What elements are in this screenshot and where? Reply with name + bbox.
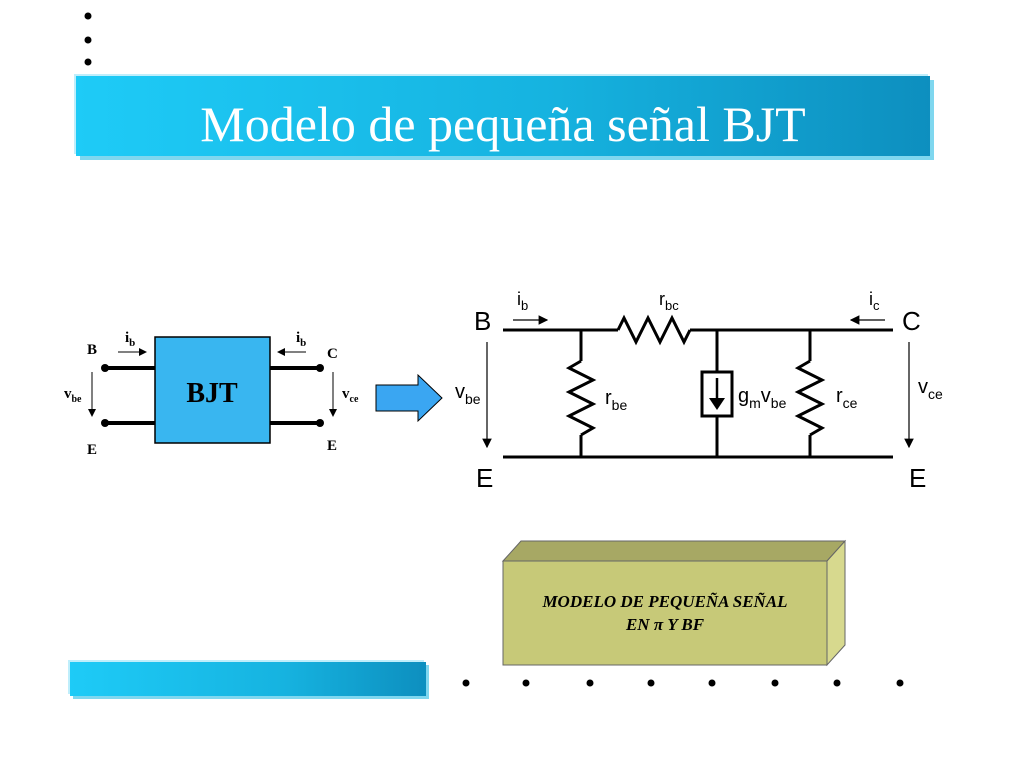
hybrid-pi-circuit: B C E E ib ic rbc vbe rbe gmvbe rce vce	[455, 289, 943, 493]
slide-title: Modelo de pequeña señal BJT	[200, 96, 806, 152]
model-emitter-label-right: E	[909, 463, 926, 493]
model-ic-label: ic	[869, 289, 880, 313]
block-emitter-label-right: E	[327, 438, 337, 454]
callout-side-face	[826, 539, 846, 667]
model-rbc-label: rbc	[659, 289, 679, 313]
emitter-terminal-dot-left	[101, 419, 109, 427]
collector-terminal-dot	[316, 364, 324, 372]
model-ib-label: ib	[517, 289, 528, 313]
rbc-resistor-icon	[616, 314, 692, 346]
model-rbe-label: rbe	[605, 387, 627, 413]
model-vbe-label: vbe	[455, 381, 481, 407]
callout-box: MODELO DE PEQUEÑA SEÑAL EN π Y BF	[501, 539, 847, 667]
transform-arrow-icon	[375, 373, 443, 423]
current-source-arrow-head	[709, 398, 725, 410]
decor-bullets-bottom	[462, 679, 904, 687]
model-vce-label: vce	[918, 376, 943, 402]
model-emitter-label-left: E	[476, 463, 493, 493]
callout-front-face	[502, 560, 828, 666]
model-rce-label: rce	[836, 385, 858, 411]
title-bar	[76, 76, 930, 156]
block-collector-label: C	[327, 346, 338, 362]
model-base-label: B	[474, 306, 491, 336]
block-ib-right-label: ib	[296, 330, 306, 349]
bjt-box-label: BJT	[186, 378, 238, 409]
emitter-terminal-dot-right	[316, 419, 324, 427]
block-emitter-label-left: E	[87, 442, 97, 458]
block-vce-label: vce	[342, 386, 359, 405]
decor-bullets-top	[84, 12, 92, 66]
block-base-label: B	[87, 342, 97, 358]
bjt-block-diagram: BJT B C E E ib ib vbe vce	[64, 330, 359, 458]
footer-decor-bar	[70, 662, 426, 696]
block-vbe-label: vbe	[64, 386, 82, 405]
model-gmvbe-label: gmvbe	[738, 385, 787, 411]
callout-line-2: EN π Y BF	[625, 615, 705, 634]
block-ib-left-label: ib	[125, 330, 135, 349]
bjt-box	[154, 336, 271, 444]
rce-resistor-icon	[794, 359, 826, 437]
rbe-resistor-icon	[565, 359, 597, 437]
base-terminal-dot	[101, 364, 109, 372]
callout-line-1: MODELO DE PEQUEÑA SEÑAL	[541, 592, 787, 611]
model-collector-label: C	[902, 306, 921, 336]
callout-top-face	[501, 540, 847, 562]
